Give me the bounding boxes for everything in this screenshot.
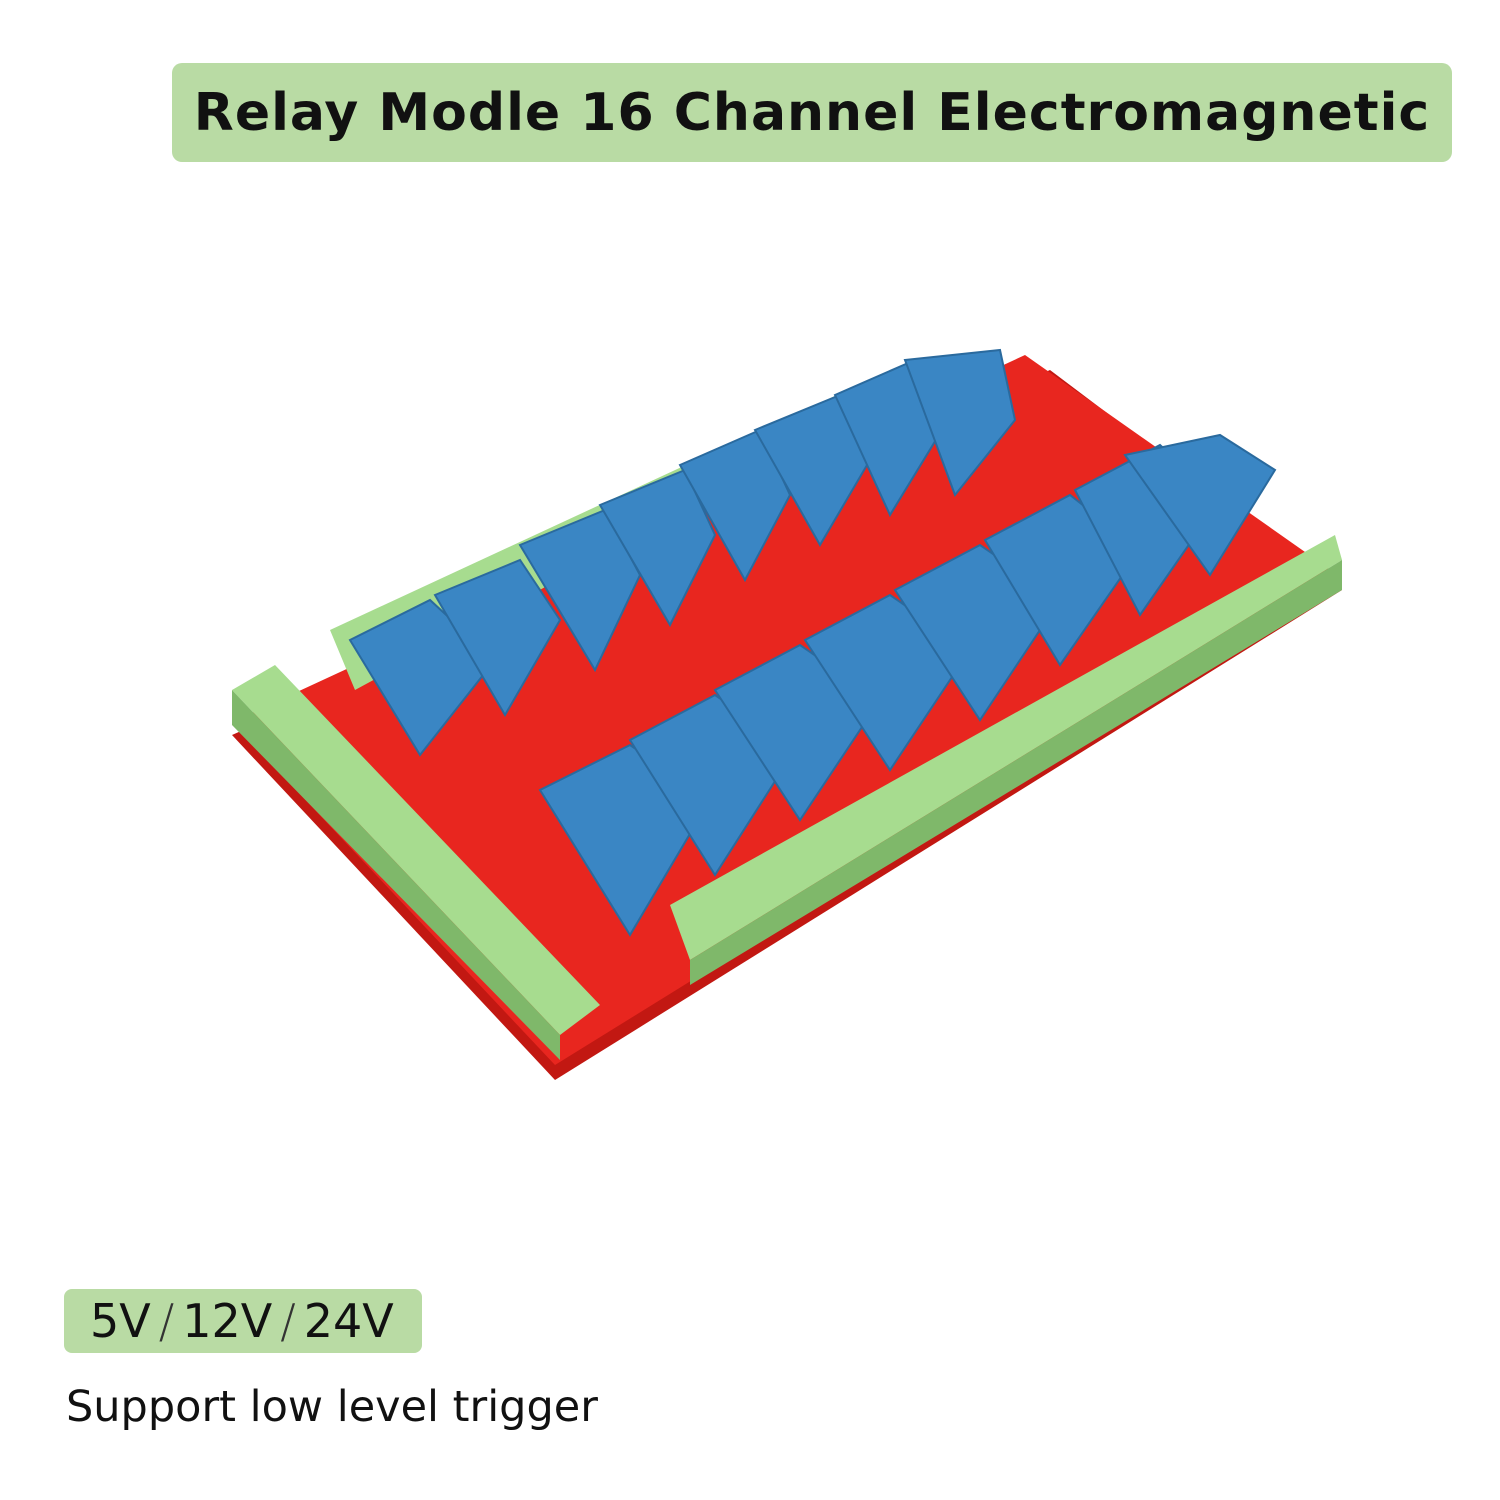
title-banner: Relay Modle 16 Channel Electromagnetic bbox=[172, 63, 1452, 162]
voltage-options-badge: 5V / 12V / 24V bbox=[64, 1289, 422, 1353]
voltage-12v: 12V bbox=[182, 1294, 273, 1348]
voltage-separator: / bbox=[280, 1294, 296, 1348]
front-terminal-block bbox=[670, 535, 1342, 985]
voltage-separator: / bbox=[158, 1294, 175, 1348]
product-title: Relay Modle 16 Channel Electromagnetic bbox=[193, 82, 1431, 143]
front-relay-row bbox=[538, 433, 1277, 937]
left-terminal-block bbox=[232, 665, 600, 1060]
voltage-24v: 24V bbox=[303, 1294, 394, 1348]
back-relay-row bbox=[348, 348, 1017, 757]
feature-text: Support low level trigger bbox=[66, 1382, 598, 1432]
voltage-5v: 5V bbox=[90, 1294, 151, 1348]
